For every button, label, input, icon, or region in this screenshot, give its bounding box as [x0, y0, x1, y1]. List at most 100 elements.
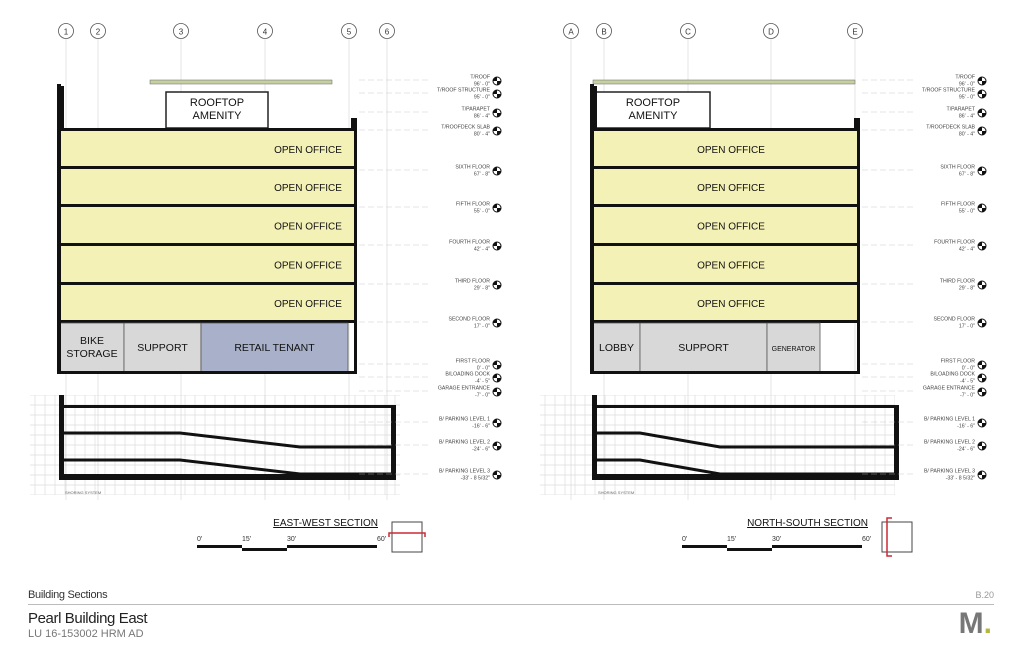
level-name: SECOND FLOOR — [448, 317, 490, 323]
rooftop-amenity-room — [595, 91, 711, 129]
exterior-wall — [857, 128, 860, 374]
scale-bar-segment — [727, 548, 772, 551]
level-name: B/ PARKING LEVEL 1 — [924, 417, 975, 423]
foundation-wall — [391, 405, 396, 480]
rooftop-amenity-label-box: ROOFTOP AMENITY — [626, 97, 680, 122]
office-floor-label: OPEN OFFICE — [274, 183, 342, 194]
level-name: B/ PARKING LEVEL 1 — [439, 417, 490, 423]
roof-canopy — [149, 79, 333, 85]
floor-slab — [60, 166, 355, 169]
level-marker-icon — [978, 127, 986, 135]
level-elevation: 55' - 0" — [959, 209, 975, 215]
exterior-wall — [354, 128, 357, 374]
rooftop-amenity-label-box: ROOFTOP AMENITY — [189, 97, 245, 122]
ground-slab — [60, 371, 355, 374]
level-marker-icon — [978, 204, 986, 212]
level-marker-icon — [978, 281, 986, 289]
exterior-wall — [590, 84, 594, 374]
level-name: B/ PARKING LEVEL 2 — [439, 440, 490, 446]
grid-label: A — [568, 28, 574, 37]
level-marker-icon — [978, 242, 986, 250]
section-cut-marker-icon — [886, 517, 892, 557]
level-elevation: -24' - 6" — [957, 447, 975, 453]
level-name: FOURTH FLOOR — [449, 240, 490, 246]
office-floor-label: OPEN OFFICE — [697, 145, 765, 156]
rooftop-amenity-room — [165, 91, 269, 129]
level-name: B/LOADING DOCK — [930, 372, 975, 378]
floor-slab — [593, 204, 858, 207]
office-floor — [593, 130, 858, 168]
level-name: SIXTH FLOOR — [940, 165, 975, 171]
level-name: B/LOADING DOCK — [445, 372, 490, 378]
grid-bubble — [596, 23, 612, 39]
office-floor — [60, 284, 355, 322]
office-floor-label: OPEN OFFICE — [697, 299, 765, 310]
office-floor-label: OPEN OFFICE — [697, 222, 765, 233]
floor-slab — [593, 128, 858, 131]
parapet-wall — [854, 118, 860, 130]
level-elevation: 86' - 4" — [474, 114, 490, 120]
foundation-wall — [592, 395, 597, 480]
level-name: B/ PARKING LEVEL 2 — [924, 440, 975, 446]
level-marker-icon — [493, 361, 501, 369]
grid-bubble — [563, 23, 579, 39]
level-elevation: -24' - 6" — [472, 447, 490, 453]
parking-slab — [592, 405, 897, 408]
parking-slab — [59, 405, 394, 408]
level-elevation: 17' - 0" — [474, 324, 490, 330]
project-code: LU 16-153002 HRM AD — [28, 628, 144, 640]
scale-bar-segment — [287, 545, 377, 548]
level-name: T/ROOF — [470, 75, 490, 81]
level-elevation: -33' - 8 5/32" — [461, 476, 491, 482]
level-name: FIRST FLOOR — [456, 359, 490, 365]
level-marker-icon — [493, 442, 501, 450]
level-marker-icon — [493, 77, 501, 85]
firm-logo: M. — [958, 607, 992, 640]
level-marker-icon — [493, 374, 501, 382]
scale-bar-segment — [682, 545, 727, 548]
level-elevation: 0' - 0" — [477, 366, 490, 372]
ground-room — [639, 322, 768, 373]
level-name: GARAGE ENTRANCE — [923, 386, 976, 392]
floor-slab — [593, 243, 858, 246]
office-floor — [60, 245, 355, 284]
level-marker-icon — [493, 388, 501, 396]
office-floor — [593, 245, 858, 284]
ground-room-label: SUPPORT — [137, 342, 188, 354]
level-elevation: 55' - 0" — [474, 209, 490, 215]
floor-slab — [593, 282, 858, 285]
level-name: THIRD FLOOR — [940, 279, 975, 285]
grid-label: 3 — [179, 28, 184, 37]
rooftop-amenity-label: ROOFTOP AMENITY — [189, 97, 245, 122]
level-elevation: 67' - 8" — [474, 172, 490, 178]
level-marker-icon — [978, 442, 986, 450]
level-name: T/ROOFDECK SLAB — [926, 125, 975, 131]
floor-slab — [60, 204, 355, 207]
level-elevation: 80' - 4" — [959, 132, 975, 138]
level-name: B/ PARKING LEVEL 3 — [924, 469, 975, 475]
ground-room-label-box: BIKE STORAGE — [66, 335, 117, 360]
level-elevation: 96' - 0" — [959, 82, 975, 88]
scale-label: 30' — [287, 536, 296, 543]
floor-slab — [60, 320, 355, 323]
scale-label: 15' — [242, 536, 251, 543]
level-elevation: 17' - 0" — [959, 324, 975, 330]
section-title: NORTH-SOUTH SECTION — [747, 518, 868, 529]
grid-bubble — [680, 23, 696, 39]
level-elevation: 42' - 4" — [959, 247, 975, 253]
level-elevation: 95' - 0" — [474, 95, 490, 101]
level-marker-icon — [978, 361, 986, 369]
level-elevation: 96' - 0" — [474, 82, 490, 88]
floor-slab — [593, 166, 858, 169]
level-elevation: 42' - 4" — [474, 247, 490, 253]
level-marker-icon — [493, 242, 501, 250]
level-marker-icon — [978, 388, 986, 396]
section-title: EAST-WEST SECTION — [273, 518, 378, 529]
level-elevation: -7' - 0" — [960, 393, 975, 399]
office-floor — [593, 206, 858, 245]
level-name: THIRD FLOOR — [455, 279, 490, 285]
level-elevation: 67' - 8" — [959, 172, 975, 178]
grid-bubble — [257, 23, 273, 39]
scale-bar-segment — [242, 548, 287, 551]
grid-label: 1 — [64, 28, 69, 37]
